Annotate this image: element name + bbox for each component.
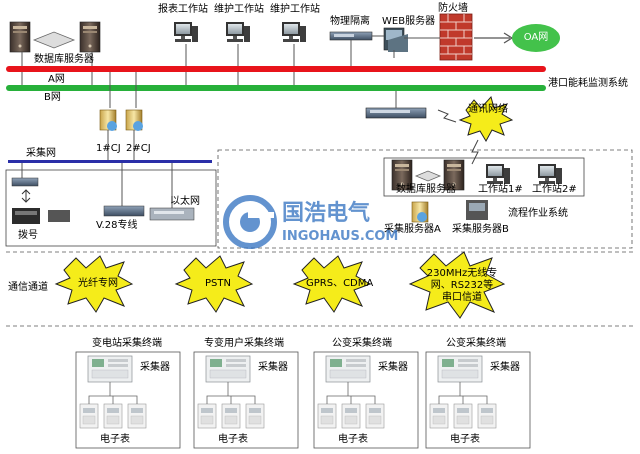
isolation-device-icon: [329, 31, 373, 41]
oa-label: OA网: [523, 32, 549, 43]
collector-label-4: 采集器: [490, 362, 520, 373]
collect-network-line: [8, 160, 212, 163]
watermark-en: INGOHAUS.COM: [282, 229, 399, 244]
meter-label-4: 电子表: [450, 434, 480, 445]
collector-label-2: 采集器: [258, 362, 288, 373]
terminal-title-1: 变电站采集终端: [92, 338, 162, 349]
b-net-label: B网: [44, 92, 61, 103]
monitor-system-label: 港口能耗监测系统: [548, 78, 628, 89]
isolation-label: 物理隔离: [330, 16, 370, 27]
switch-icon: [365, 91, 427, 119]
collect-net-label: 采集网: [26, 148, 56, 159]
terminal-boxes: [75, 351, 531, 449]
maint-ws2-label: 维护工作站: [270, 4, 320, 15]
server-b-label: 采集服务器B: [452, 224, 509, 235]
channel-pstn: PSTN: [205, 278, 231, 289]
terminal-title-2: 专变用户采集终端: [204, 338, 284, 349]
v28-label: V.28专线: [96, 220, 138, 231]
workflow-label: 流程作业系统: [508, 208, 568, 219]
web-server-icon: [383, 27, 408, 52]
meter-label-3: 电子表: [338, 434, 368, 445]
maint-ws1-label: 维护工作站: [214, 4, 264, 15]
ws1-label: 工作站1#: [478, 184, 523, 195]
dial-label: 拨号: [18, 230, 38, 241]
comm-net-label: 通讯网络: [468, 104, 508, 115]
server-a-label: 采集服务器A: [384, 224, 441, 235]
firewall-icon: [439, 13, 473, 61]
watermark-logo-icon: [223, 195, 277, 249]
terminal-title-4: 公变采集终端: [446, 338, 506, 349]
collector-label-1: 采集器: [140, 362, 170, 373]
web-server-label: WEB服务器: [382, 16, 436, 27]
collector-label-3: 采集器: [378, 362, 408, 373]
left-device-box: [5, 163, 217, 247]
channel-230mhz: 230MHz无线专网、RS232等串口信道: [426, 268, 498, 303]
cj1-label: 1#CJ: [96, 143, 121, 154]
a-network-line: [6, 66, 546, 72]
db-server-label: 数据库服务器: [34, 54, 94, 65]
right-dashed-box: [217, 149, 633, 249]
terminal-title-3: 公变采集终端: [332, 338, 392, 349]
channel-fiber: 光纤专网: [78, 278, 118, 289]
channel-gprs: GPRS、CDMA: [306, 278, 374, 289]
comm-network-burst: [437, 95, 514, 165]
db-server-group-icon: [9, 21, 101, 53]
a-net-label: A网: [48, 74, 65, 85]
ws2-label: 工作站2#: [532, 184, 577, 195]
cj-router-icons: [99, 72, 143, 161]
cj2-label: 2#CJ: [126, 143, 151, 154]
b-network-line: [6, 85, 546, 91]
meter-label-2: 电子表: [218, 434, 248, 445]
report-ws-label: 报表工作站: [158, 4, 208, 15]
oa-network-icon: [474, 24, 560, 52]
channel-bursts: [54, 251, 506, 319]
ethernet-label: 以太网: [170, 196, 200, 207]
right-db-server-label: 数据库服务器: [396, 184, 456, 195]
firewall-label: 防火墙: [438, 3, 468, 14]
meter-label-1: 电子表: [100, 434, 130, 445]
channel-label: 通信通道: [8, 282, 48, 293]
watermark-cn: 国浩电气: [282, 201, 371, 226]
workstation-icons: [174, 22, 306, 42]
